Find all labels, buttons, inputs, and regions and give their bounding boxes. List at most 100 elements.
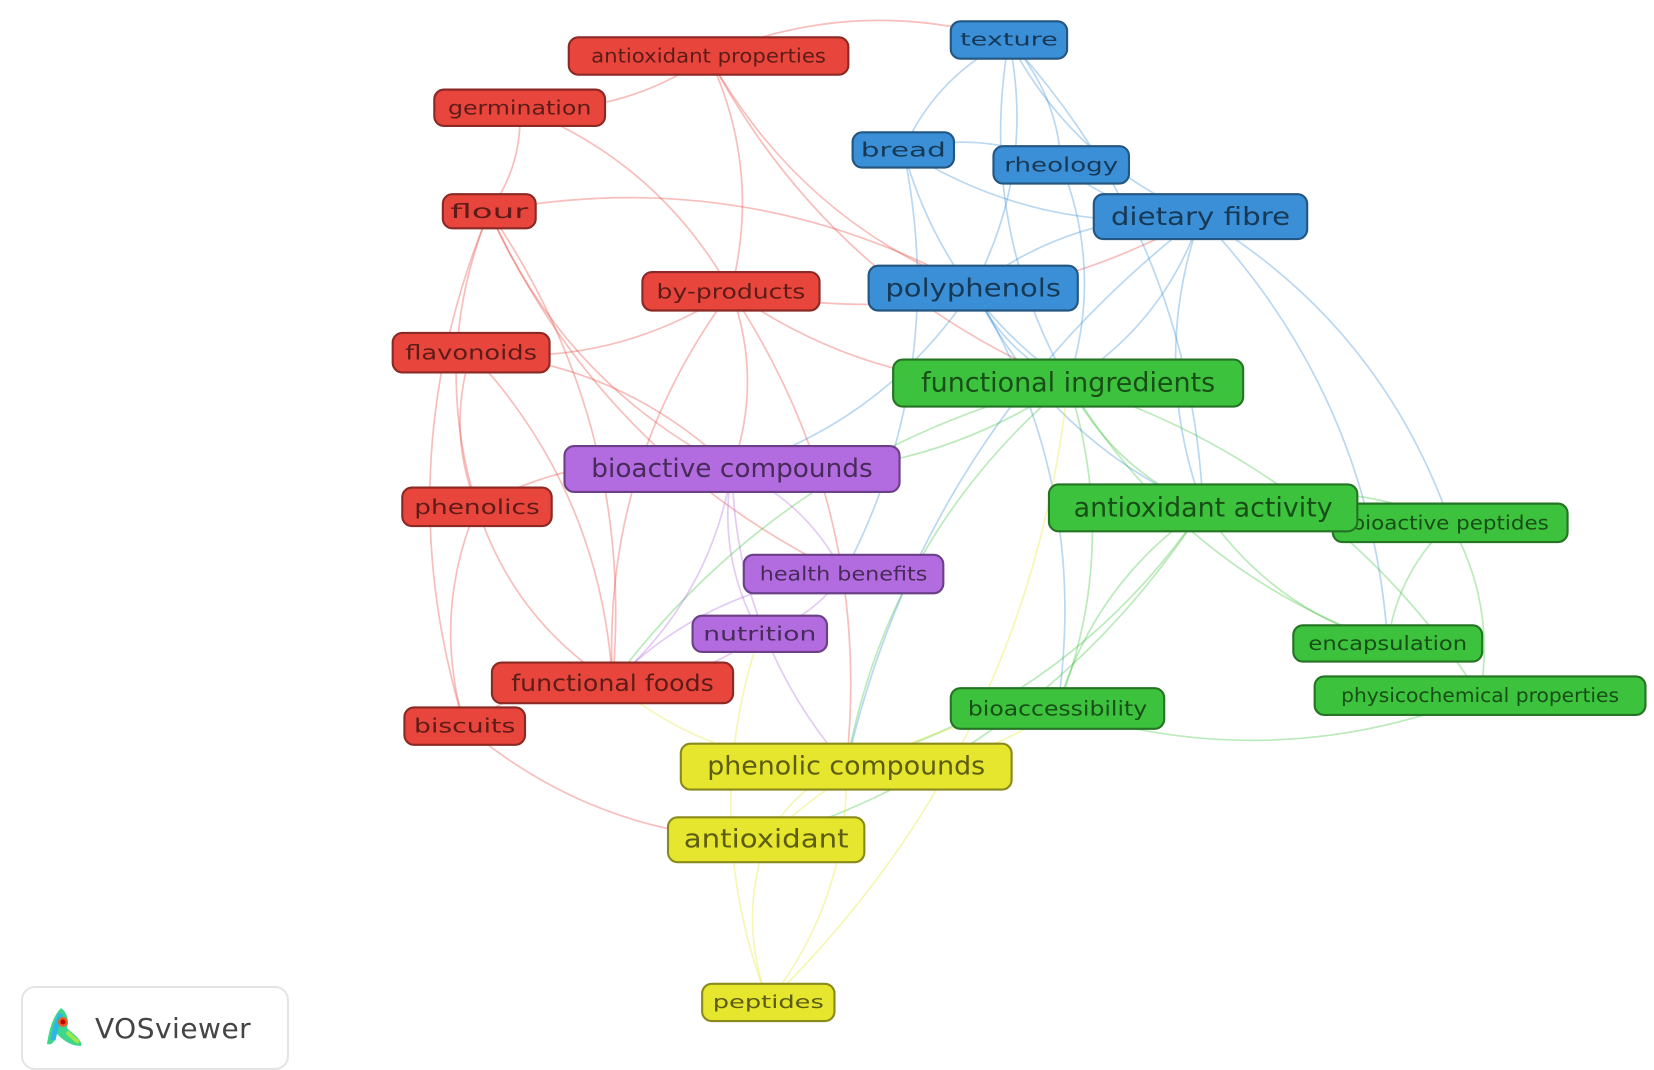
- node-label: functional foods: [511, 669, 714, 697]
- node-biscuits[interactable]: biscuits: [403, 706, 527, 746]
- node-label: nutrition: [703, 622, 816, 645]
- node-box[interactable]: [949, 20, 1069, 60]
- node-box[interactable]: [441, 193, 537, 230]
- node-physicochemical-properties[interactable]: physicochemical properties: [1313, 675, 1647, 716]
- edge-biscuits-flour: [429, 210, 491, 727]
- edge-functional-ingredients-encapsulation: [1067, 382, 1389, 645]
- edge-functional-ingredients-functional-foods: [611, 382, 1069, 684]
- node-label: encapsulation: [1308, 632, 1467, 655]
- node-box[interactable]: [742, 553, 945, 595]
- node-label: peptides: [713, 992, 824, 1013]
- vosviewer-logo-icon: [47, 1008, 82, 1046]
- node-label: bioactive peptides: [1352, 511, 1549, 534]
- node-antioxidant[interactable]: antioxidant: [666, 816, 866, 864]
- nodes-layer: antioxidant properties germination flour by…: [391, 20, 1647, 1023]
- node-box[interactable]: [1092, 193, 1309, 241]
- node-nutrition[interactable]: nutrition: [691, 614, 829, 654]
- edge-flavonoids-functional-foods: [470, 352, 614, 683]
- node-box[interactable]: [563, 444, 901, 493]
- vosviewer-logo-text: VOSviewer: [95, 1011, 252, 1045]
- node-by-products[interactable]: by-products: [641, 271, 821, 312]
- node-label: polyphenols: [885, 274, 1061, 303]
- node-label: dietary fibre: [1111, 202, 1290, 231]
- node-functional-ingredients[interactable]: functional ingredients: [892, 358, 1245, 408]
- edge-flour-bioactive-compounds: [488, 210, 733, 470]
- node-label: functional ingredients: [921, 368, 1215, 399]
- node-texture[interactable]: texture: [949, 20, 1069, 60]
- edge-dietary-fibre-phenolic-compounds: [845, 215, 1202, 767]
- node-rheology[interactable]: rheology: [992, 145, 1131, 185]
- node-label: flavonoids: [405, 341, 537, 365]
- node-phenolic-compounds[interactable]: phenolic compounds: [679, 742, 1013, 791]
- node-flour[interactable]: flour: [441, 193, 537, 230]
- node-health-benefits[interactable]: health benefits: [742, 553, 945, 595]
- node-bioactive-peptides[interactable]: bioactive peptides: [1331, 502, 1569, 544]
- edge-texture-functional-ingredients: [999, 39, 1069, 384]
- edge-phenolics-biscuits: [449, 506, 478, 727]
- node-box[interactable]: [892, 358, 1245, 408]
- node-box[interactable]: [992, 145, 1131, 185]
- node-label: texture: [960, 30, 1058, 51]
- node-label: bioaccessibility: [968, 696, 1147, 720]
- node-box[interactable]: [391, 331, 551, 374]
- edge-by-products-phenolic-compounds: [730, 290, 852, 767]
- node-peptides[interactable]: peptides: [701, 982, 836, 1023]
- node-antioxidant-activity[interactable]: antioxidant activity: [1047, 483, 1359, 533]
- node-box[interactable]: [403, 706, 527, 746]
- edge-flour-health-benefits: [488, 210, 844, 575]
- node-box[interactable]: [567, 36, 850, 76]
- node-flavonoids[interactable]: flavonoids: [391, 331, 551, 374]
- edge-antioxidant-properties-polyphenols: [707, 55, 974, 289]
- node-bread[interactable]: bread: [851, 131, 956, 169]
- node-polyphenols[interactable]: polyphenols: [867, 264, 1079, 312]
- node-label: bread: [861, 138, 946, 161]
- node-label: phenolics: [414, 495, 539, 519]
- edge-antioxidant-properties-by-products: [707, 55, 744, 292]
- node-bioactive-compounds[interactable]: bioactive compounds: [563, 444, 901, 493]
- node-box[interactable]: [701, 982, 836, 1023]
- node-box[interactable]: [666, 816, 866, 864]
- node-germination[interactable]: germination: [433, 88, 607, 127]
- node-box[interactable]: [867, 264, 1079, 312]
- vosviewer-logo: VOSviewer: [21, 986, 289, 1070]
- node-box[interactable]: [433, 88, 607, 127]
- node-box[interactable]: [401, 486, 553, 528]
- node-dietary-fibre[interactable]: dietary fibre: [1092, 193, 1309, 241]
- node-box[interactable]: [949, 687, 1166, 730]
- node-bioaccessibility[interactable]: bioaccessibility: [949, 687, 1166, 730]
- node-box[interactable]: [679, 742, 1013, 791]
- node-label: phenolic compounds: [707, 752, 985, 782]
- node-label: bioactive compounds: [591, 454, 872, 484]
- edge-antioxidant-peptides: [751, 839, 770, 1003]
- node-box[interactable]: [641, 271, 821, 312]
- node-antioxidant-properties[interactable]: antioxidant properties: [567, 36, 850, 76]
- node-functional-foods[interactable]: functional foods: [490, 661, 735, 705]
- edge-bioactive-compounds-functional-foods: [611, 468, 733, 684]
- edge-bioactive-peptides-physicochemical-properties: [1449, 522, 1486, 696]
- edge-rheology-functional-ingredients: [1060, 164, 1086, 384]
- node-box[interactable]: [490, 661, 735, 705]
- edge-phenolics-functional-foods: [476, 506, 613, 684]
- edge-dietary-fibre-encapsulation: [1199, 216, 1389, 644]
- node-label: germination: [448, 96, 591, 119]
- edge-by-products-bioactive-compounds: [730, 290, 749, 470]
- node-box[interactable]: [1292, 624, 1484, 663]
- node-box[interactable]: [1313, 675, 1647, 716]
- node-box[interactable]: [691, 614, 829, 654]
- edge-antioxidant-properties-functional-ingredients: [707, 55, 1069, 384]
- edge-flour-polyphenols: [489, 196, 974, 289]
- node-label: antioxidant properties: [591, 45, 826, 68]
- node-encapsulation[interactable]: encapsulation: [1292, 624, 1484, 663]
- edge-texture-dietary-fibre: [1008, 39, 1201, 218]
- edge-germination-by-products: [519, 106, 732, 292]
- node-box[interactable]: [1047, 483, 1359, 533]
- node-box[interactable]: [851, 131, 956, 169]
- edge-functional-ingredients-bioaccessibility: [1056, 382, 1094, 709]
- node-label: flour: [450, 200, 528, 223]
- node-label: antioxidant activity: [1074, 492, 1333, 523]
- edge-texture-antioxidant-activity: [1008, 39, 1205, 508]
- node-phenolics[interactable]: phenolics: [401, 486, 553, 528]
- node-label: rheology: [1004, 153, 1118, 176]
- node-label: health benefits: [760, 563, 928, 586]
